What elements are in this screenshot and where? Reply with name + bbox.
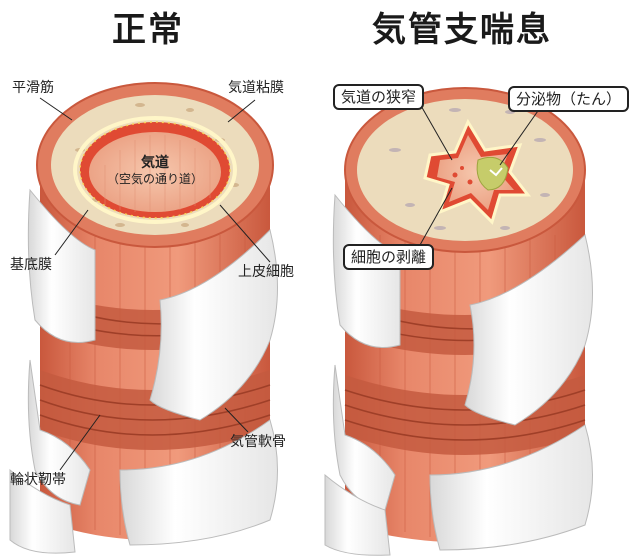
asthma-cartilage-5 bbox=[324, 473, 391, 556]
normal-title: 正常 bbox=[112, 10, 184, 50]
asthma-mucus-plug bbox=[476, 156, 509, 191]
normal-cartilage-1 bbox=[27, 188, 96, 343]
normal-leader-lines bbox=[39, 97, 271, 471]
label-cell-detachment: 細胞の剥離 bbox=[343, 244, 435, 270]
normal-airway-diagram bbox=[9, 82, 278, 554]
label-annular-ligament: 輪状靭帯 bbox=[10, 472, 66, 488]
asthma-cartilage-2 bbox=[464, 234, 593, 426]
label-airway-sub: （空気の通り道） bbox=[106, 172, 203, 186]
label-secretion: 分泌物（たん） bbox=[508, 86, 630, 112]
asthma-detached-cells bbox=[452, 166, 473, 185]
label-epithelial-cells: 上皮細胞 bbox=[238, 264, 294, 280]
asthma-cartilage-4 bbox=[429, 424, 593, 551]
normal-basement-membrane bbox=[73, 116, 237, 224]
label-airway-narrowing: 気道の狭窄 bbox=[333, 84, 425, 110]
asthma-narrowed-lumen bbox=[437, 135, 514, 210]
label-smooth-muscle: 平滑筋 bbox=[12, 80, 54, 96]
normal-cartilage-2 bbox=[149, 229, 278, 421]
asthma-title: 気管支喘息 bbox=[372, 10, 552, 50]
label-tracheal-cartilage: 気管軟骨 bbox=[230, 434, 286, 450]
label-airway: 気道 bbox=[141, 155, 169, 171]
normal-airway-lumen bbox=[89, 132, 221, 212]
asthma-cartilage-1 bbox=[332, 193, 401, 348]
normal-cartilage-3 bbox=[27, 359, 91, 506]
asthma-airway-diagram bbox=[324, 87, 593, 556]
label-mucosa: 気道粘膜 bbox=[228, 80, 284, 96]
asthma-leader-lines bbox=[419, 103, 541, 246]
label-basement-membrane: 基底膜 bbox=[10, 257, 52, 273]
normal-cartilage-4 bbox=[119, 419, 278, 546]
normal-cartilage-5 bbox=[9, 468, 76, 554]
